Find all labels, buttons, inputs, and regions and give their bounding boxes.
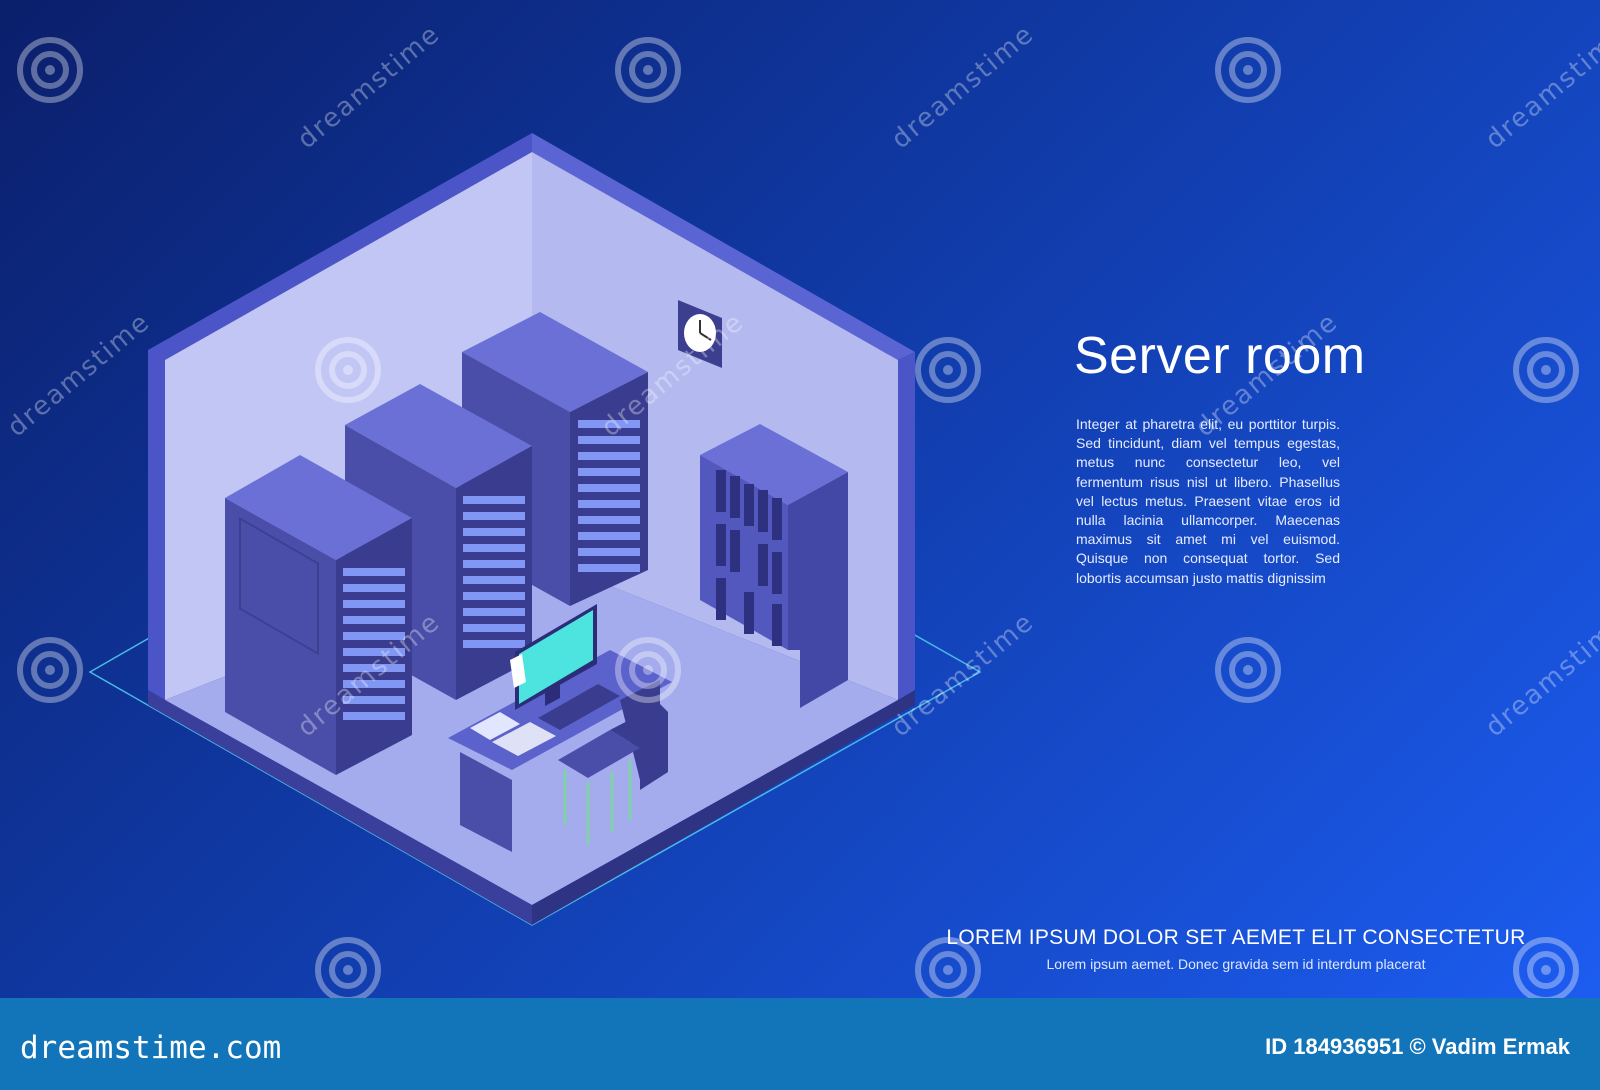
watermark-spiral-icon [1215, 637, 1281, 703]
server-rack-front [225, 455, 412, 775]
footer-heading: LOREM IPSUM DOLOR SET AEMET ELIT CONSECT… [946, 926, 1526, 949]
watermark-spiral-icon [1513, 337, 1579, 403]
bookshelf [700, 424, 848, 708]
computer-monitor-icon [510, 604, 620, 730]
office-chair [558, 704, 668, 845]
body-paragraph: Integer at pharetra elit, eu porttitor t… [1076, 416, 1340, 586]
stock-footer-bar [0, 998, 1600, 1090]
right-wall-top [532, 133, 915, 360]
watermark-spiral-icon [915, 937, 981, 998]
server-room-illustration [88, 133, 982, 926]
watermark-spiral-icon [315, 337, 381, 403]
watermark-spiral-icon [1215, 37, 1281, 103]
right-wall-edge [898, 352, 915, 700]
watermark-spiral-icon [1513, 937, 1579, 998]
watermark-spiral-icon [615, 37, 681, 103]
headline: Server room [1074, 327, 1366, 385]
left-wall-edge [148, 133, 532, 700]
illustration-artboard: Server room Integer at pharetra elit, eu… [0, 0, 1600, 998]
watermark-spiral-icon [17, 637, 83, 703]
site-logo: dreamstime.com [20, 1030, 282, 1066]
floor-left-edge [148, 690, 532, 925]
wall-clock-icon [678, 300, 722, 368]
image-credit: ID 184936951 © Vadim Ermak [1265, 1034, 1570, 1059]
watermark-spiral-icon [315, 937, 381, 998]
footer-subheading: Lorem ipsum aemet. Donec gravida sem id … [1046, 956, 1426, 972]
watermark-spiral-icon [615, 637, 681, 703]
watermark-spiral-icon [17, 37, 83, 103]
watermark-spiral-icon [915, 337, 981, 403]
floor-right-edge [532, 690, 915, 925]
